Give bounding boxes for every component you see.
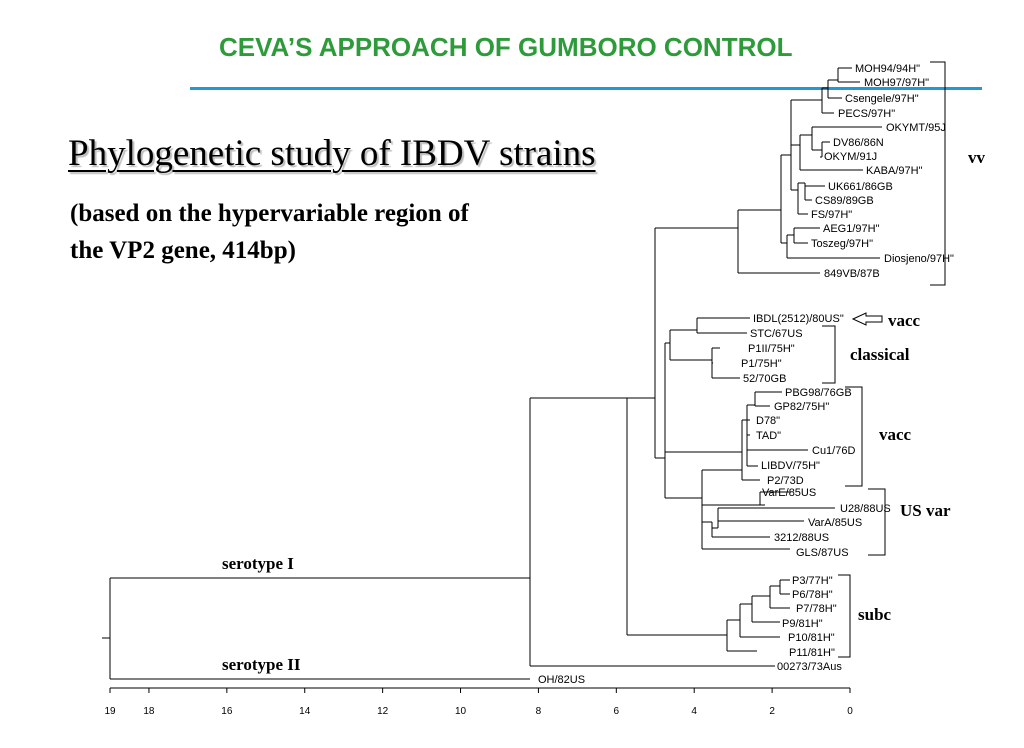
serotype-label-1: serotype I bbox=[222, 554, 294, 573]
leaf-label: STC/67US bbox=[750, 328, 803, 340]
leaf-label: P3/77H" bbox=[792, 575, 833, 587]
leaf-label: VarE/85US bbox=[762, 487, 816, 499]
leaf-label: GP82/75H" bbox=[774, 401, 829, 413]
leaf-label: FS/97H" bbox=[811, 209, 852, 221]
leaf-label: D78" bbox=[756, 415, 780, 427]
tree-branches bbox=[102, 67, 882, 680]
axis-tick-label: 4 bbox=[691, 706, 697, 717]
leaf-label: IBDL(2512)/80US" bbox=[753, 313, 844, 325]
group-label-vacc: vacc bbox=[888, 311, 921, 330]
distance-axis: 19 18 16 14 12 10 8 6 4 2 0 bbox=[104, 687, 853, 717]
leaf-label: P11/81H" bbox=[789, 647, 835, 659]
leaf-label: OH/82US bbox=[538, 674, 585, 686]
leaf-label: Cu1/76D bbox=[812, 445, 855, 457]
leaf-label: GLS/87US bbox=[796, 547, 849, 559]
subtitle-line-1: (based on the hypervariable region of bbox=[70, 200, 469, 227]
leaf-label: DV86/86N bbox=[833, 137, 884, 149]
leaf-label: LIBDV/75H" bbox=[761, 460, 820, 472]
leaf-label: U28/88US bbox=[840, 503, 891, 515]
leaf-label: VarA/85US bbox=[808, 517, 862, 529]
axis-tick-label: 18 bbox=[143, 706, 155, 717]
leaf-label: UK661/86GB bbox=[828, 181, 893, 193]
leaf-label: KABA/97H" bbox=[866, 165, 923, 177]
group-labels: vv vacc classical vacc US var subc serot… bbox=[222, 148, 986, 674]
leaf-label: P2/73D bbox=[767, 475, 804, 487]
group-label-us-var: US var bbox=[900, 501, 951, 520]
leaf-label: 00273/73Aus bbox=[777, 661, 842, 673]
group-label-subc: subc bbox=[858, 605, 892, 624]
axis-tick-label: 10 bbox=[455, 706, 467, 717]
leaf-label: TAD" bbox=[756, 430, 781, 442]
slide-title: CEVA’S APPROACH OF GUMBORO CONTROL bbox=[219, 32, 793, 62]
leaf-label: 52/70GB bbox=[743, 373, 786, 385]
axis-tick-label: 8 bbox=[536, 706, 542, 717]
axis-tick-label: 14 bbox=[299, 706, 311, 717]
group-label-classical: classical bbox=[850, 345, 910, 364]
leaf-label: MOH97/97H" bbox=[864, 77, 929, 89]
leaf-label: 3212/88US bbox=[774, 532, 829, 544]
leaf-label: P1II/75H" bbox=[748, 343, 795, 355]
leaf-label: Toszeg/97H" bbox=[811, 238, 873, 250]
leaf-labels: MOH94/94H" MOH97/97H" Csengele/97H" PECS… bbox=[538, 63, 954, 686]
group-label-vv: vv bbox=[968, 148, 986, 167]
leaf-label: MOH94/94H" bbox=[855, 63, 920, 75]
leaf-label: OKYM/91J bbox=[824, 151, 877, 163]
title-divider bbox=[190, 87, 982, 90]
subtitle-line-2: the VP2 gene, 414bp) bbox=[70, 237, 296, 264]
serotype-label-2: serotype II bbox=[222, 655, 301, 674]
axis-tick-label: 16 bbox=[221, 706, 233, 717]
leaf-label: Csengele/97H" bbox=[845, 93, 919, 105]
leaf-label: 849VB/87B bbox=[824, 268, 880, 280]
axis-tick-label: 0 bbox=[847, 706, 853, 717]
vaccine-arrow-icon bbox=[851, 312, 883, 326]
leaf-label: PECS/97H" bbox=[838, 108, 895, 120]
axis-tick-label: 12 bbox=[377, 706, 389, 717]
leaf-label: AEG1/97H" bbox=[823, 223, 880, 235]
axis-tick-label: 2 bbox=[769, 706, 775, 717]
axis-tick-label: 6 bbox=[614, 706, 620, 717]
clade-brackets bbox=[822, 61, 946, 658]
group-label-vacc: vacc bbox=[879, 425, 912, 444]
leaf-label: P6/78H" bbox=[792, 589, 833, 601]
page-heading: Phylogenetic study of IBDV strains bbox=[68, 133, 596, 174]
leaf-label: P7/78H" bbox=[796, 603, 837, 615]
leaf-label: OKYMT/95J bbox=[886, 122, 946, 134]
leaf-label: CS89/89GB bbox=[815, 195, 874, 207]
axis-tick-label: 19 bbox=[104, 706, 116, 717]
leaf-label: P9/81H" bbox=[782, 618, 823, 630]
leaf-label: PBG98/76GB bbox=[785, 387, 852, 399]
leaf-label: P10/81H" bbox=[788, 632, 835, 644]
leaf-label: P1/75H" bbox=[741, 358, 782, 370]
leaf-label: Diosjeno/97H" bbox=[884, 253, 954, 265]
